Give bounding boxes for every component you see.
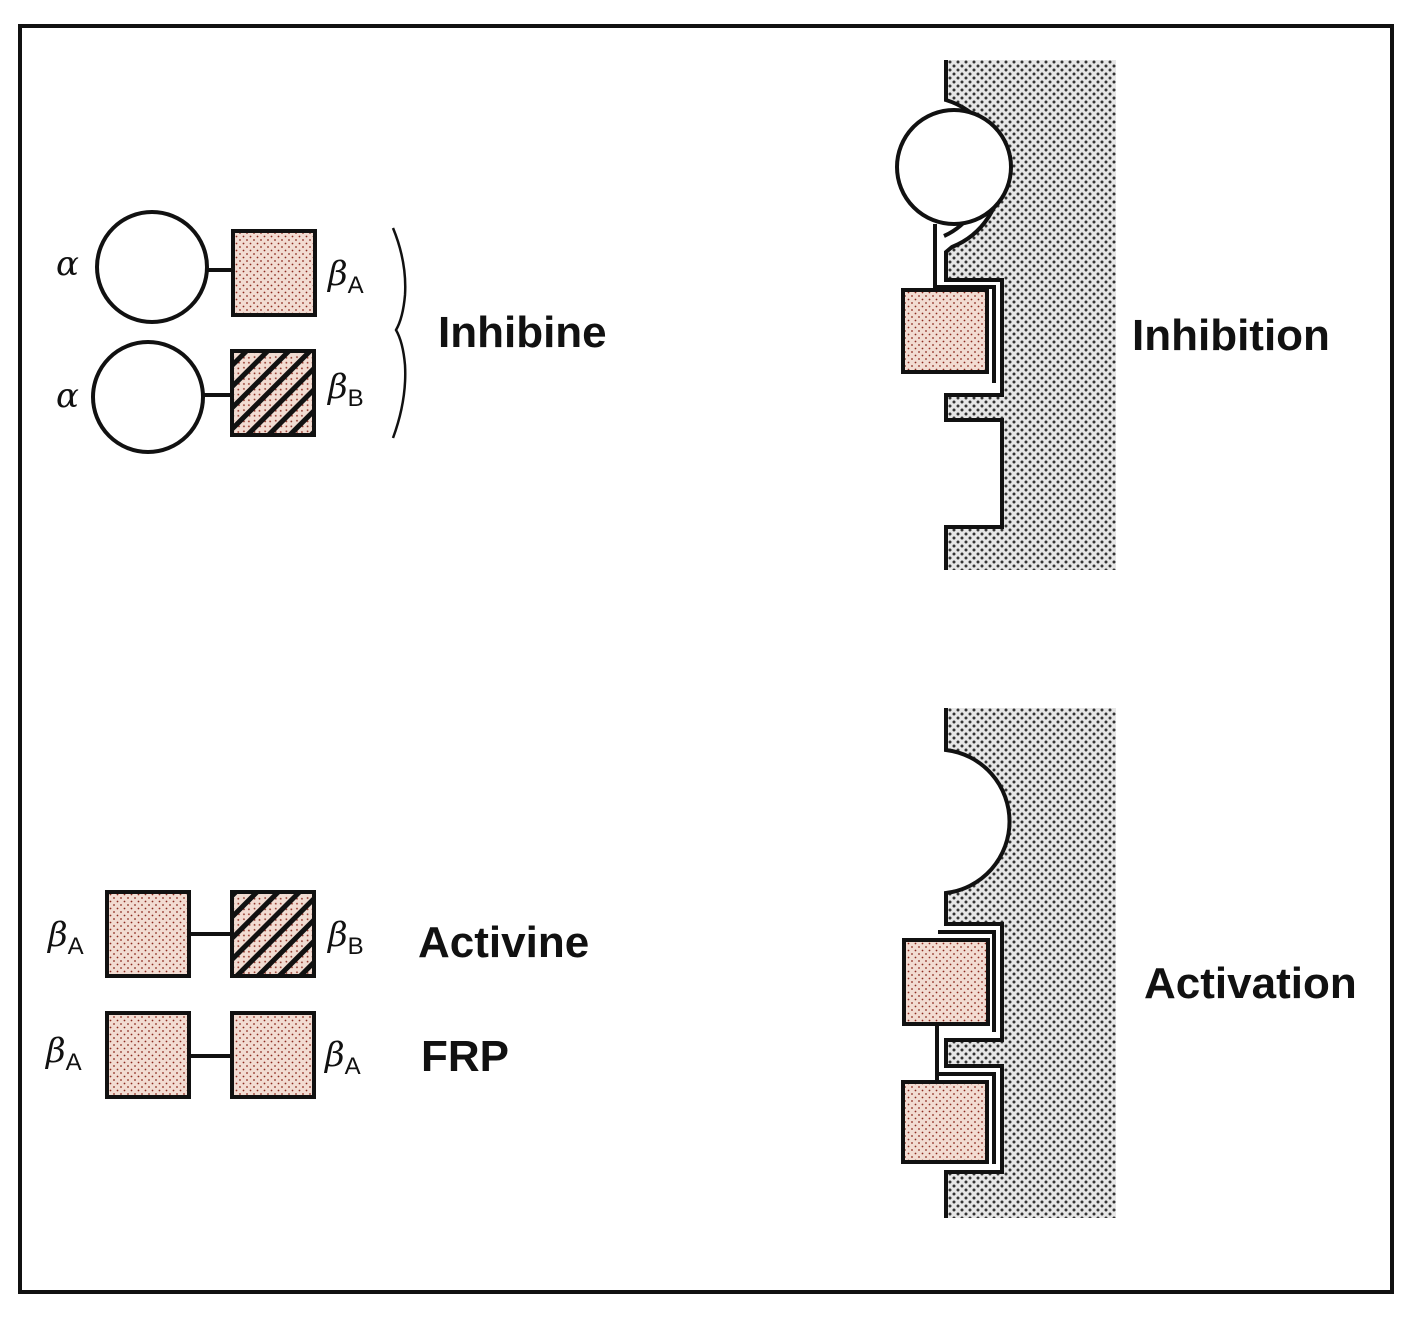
inhibition-label: Inhibition — [1132, 311, 1330, 360]
inhibine-label: Inhibine — [438, 308, 607, 357]
inhibine-group: α βA α βB Inhibine — [56, 210, 607, 454]
alpha-subunit-2 — [91, 340, 205, 454]
activation-label: Activation — [1144, 959, 1357, 1008]
activation-receptor-edge — [944, 708, 1012, 1218]
beta-binding-pocket-3 — [938, 1072, 996, 1164]
activation-receptor — [946, 708, 1116, 1218]
beta-binding-pocket-1 — [935, 285, 996, 383]
alpha-subunit-1 — [95, 210, 209, 324]
figure-frame — [18, 24, 1394, 1294]
beta-a-label-2: βA — [46, 915, 84, 960]
alpha-label-2: α — [56, 376, 79, 416]
activine-group: βA βB Activine — [46, 890, 589, 978]
beta-a-subunit-1 — [231, 229, 317, 317]
beta-b-label-2: βB — [326, 915, 364, 960]
beta-a-subunit-4 — [230, 1011, 316, 1099]
beta-b-label-1: βB — [326, 367, 364, 412]
alpha-label-1: α — [56, 244, 79, 284]
beta-a-subunit-3 — [105, 1011, 191, 1099]
inhibition-receptor — [946, 60, 1116, 570]
activine-label: Activine — [418, 918, 589, 967]
beta-a-label-4: βA — [323, 1035, 361, 1080]
bound-beta-a-subunit-3 — [901, 1080, 989, 1164]
beta-binding-pocket-2 — [938, 930, 996, 1032]
beta-a-subunit-2 — [105, 890, 191, 978]
bound-beta-a-subunit-2 — [902, 938, 990, 1026]
inhibine-brace — [391, 227, 407, 439]
beta-b-subunit-1 — [230, 349, 316, 437]
frp-label: FRP — [421, 1032, 509, 1081]
inhibition-receptor-group: Inhibition — [895, 60, 1330, 570]
beta-b-subunit-2 — [230, 890, 316, 978]
bound-alpha-subunit — [895, 108, 1013, 226]
frp-group: βA βA FRP — [44, 1011, 509, 1099]
bound-beta-a-subunit-1 — [901, 288, 989, 374]
activation-receptor-group: Activation — [901, 708, 1357, 1218]
beta-a-label-1: βA — [326, 254, 364, 299]
beta-a-label-3: βA — [44, 1031, 82, 1076]
